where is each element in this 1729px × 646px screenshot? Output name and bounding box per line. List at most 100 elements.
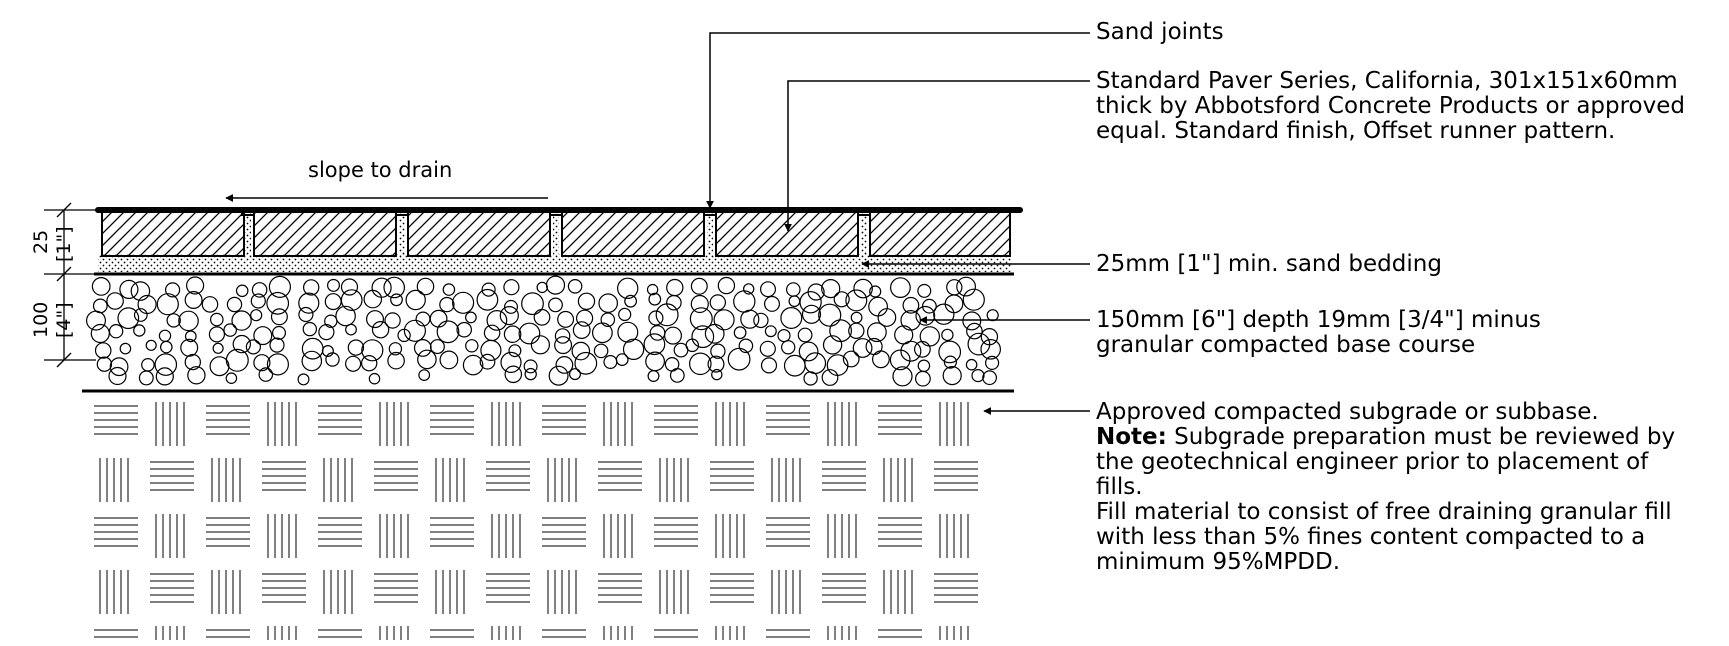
aggregate-stone (818, 303, 842, 327)
aggregate-stone (250, 309, 263, 322)
aggregate-stone (914, 340, 931, 358)
aggregate-stone (253, 326, 273, 346)
aggregate-stone (617, 321, 639, 343)
aggregate-stone (536, 281, 548, 294)
aggregate-stone (442, 283, 456, 296)
aggregate-stone (759, 281, 776, 298)
aggregate-stone (486, 310, 508, 331)
aggregate-stone (405, 289, 426, 311)
aggregate-stone (108, 366, 127, 386)
aggregate-stone (231, 310, 252, 331)
aggregate-stone (521, 292, 544, 316)
sand-bedding-layer (98, 254, 1011, 272)
aggregate-stone (429, 309, 448, 328)
aggregate-stone (826, 354, 849, 377)
aggregate-stone (156, 293, 179, 316)
aggregate-stone (301, 350, 323, 372)
aggregate-stone (852, 338, 873, 358)
aggregate-stone (833, 291, 850, 308)
aggregate-stone (919, 326, 941, 347)
aggregate-stone (798, 341, 819, 362)
aggregate-stone (853, 278, 873, 299)
aggregate-stone (962, 288, 985, 311)
aggregate-stone (452, 291, 475, 314)
aggregate-stone (982, 370, 997, 386)
aggregate-stone (691, 325, 715, 349)
aggregate-stone (777, 329, 791, 343)
aggregate-stone (321, 345, 334, 358)
aggregate-stone (481, 282, 496, 297)
aggregate-stone (429, 339, 445, 355)
aggregate-stone (574, 351, 598, 375)
aggregate-stone (371, 321, 390, 339)
base-course-aggregate (85, 275, 1001, 387)
aggregate-stone (933, 303, 955, 325)
aggregate-stone (119, 279, 139, 299)
aggregate-stone (804, 352, 827, 375)
aggregate-stone (643, 333, 666, 356)
aggregate-stone (797, 327, 813, 343)
aggregate-stone (965, 358, 978, 371)
aggregate-stone (345, 355, 362, 372)
aggregate-stone (944, 294, 964, 314)
aggregate-stone (109, 357, 129, 377)
aggregate-stone (760, 357, 778, 374)
aggregate-stone (85, 310, 106, 331)
aggregate-stone (943, 355, 958, 369)
aggregate-stone (165, 282, 181, 298)
paver-unit (253, 211, 397, 257)
aggregate-stone (647, 370, 660, 383)
aggregate-stone (822, 335, 843, 355)
aggregate-stone (603, 355, 618, 370)
aggregate-stone (416, 277, 435, 296)
aggregate-stone (186, 276, 205, 295)
aggregate-stone (384, 312, 401, 329)
aggregate-stone (717, 276, 736, 295)
aggregate-stone (371, 277, 392, 298)
aggregate-stone (390, 293, 403, 307)
sand-joint (399, 212, 405, 256)
aggregate-stone (575, 309, 594, 327)
aggregate-stone (557, 310, 575, 328)
aggregate-stone (418, 369, 431, 382)
aggregate-stone (710, 343, 726, 359)
aggregate-stone (648, 292, 662, 306)
aggregate-stone (709, 294, 727, 311)
aggregate-stone (848, 322, 865, 339)
aggregate-stone (869, 285, 882, 298)
aggregate-stone (545, 275, 566, 295)
aggregate-stone (783, 354, 806, 377)
aggregate-stone (327, 278, 341, 292)
aggregate-stone (476, 288, 499, 311)
aggregate-stone (868, 296, 888, 317)
aggregate-stone (480, 339, 502, 361)
aggregate-stone (956, 276, 976, 297)
aggregate-stone (201, 296, 219, 313)
aggregate-stone (711, 368, 723, 381)
subgrade-pattern (94, 402, 978, 640)
aggregate-stone (890, 277, 911, 299)
aggregate-stone (666, 294, 682, 311)
aggregate-stone (598, 293, 618, 313)
aggregate-stone (922, 298, 937, 314)
aggregate-stone (335, 305, 356, 327)
aggregate-stone (688, 352, 712, 376)
aggregate-stone (600, 312, 616, 327)
aggregate-stone (508, 344, 522, 358)
sand-joint (707, 212, 713, 256)
aggregate-stone (713, 309, 735, 331)
aggregate-stone (648, 310, 664, 326)
aggregate-stone (366, 310, 385, 329)
aggregate-stone (763, 295, 780, 312)
aggregate-stone (499, 306, 519, 326)
aggregate-stone (799, 291, 822, 314)
aggregate-stone (180, 338, 199, 357)
aggregate-stone (96, 356, 113, 372)
aggregate-stone (130, 281, 151, 301)
aggregate-stone (209, 356, 230, 377)
aggregate-stone (250, 293, 266, 309)
aggregate-stone (361, 355, 378, 372)
aggregate-stone (439, 350, 459, 370)
subgrade-label-line-6: with less than 5% fines content compacte… (1096, 524, 1646, 550)
